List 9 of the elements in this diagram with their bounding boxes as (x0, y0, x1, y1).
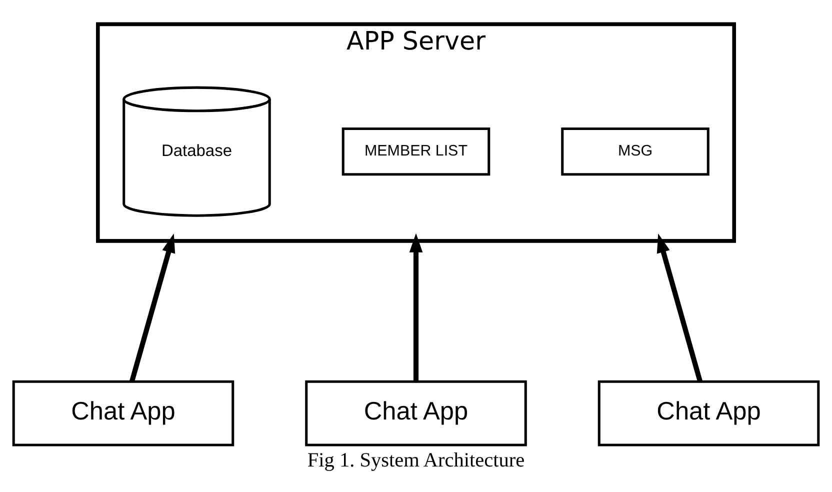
arrow (409, 233, 423, 382)
node-box: Chat App (305, 380, 527, 446)
node-box: Chat App (598, 380, 820, 446)
arrow (656, 234, 702, 382)
arrow (130, 234, 176, 382)
node-box: MSG (561, 128, 710, 176)
node-box: MEMBER LIST (342, 128, 490, 176)
node-box: Chat App (12, 380, 234, 446)
caption: Fig 1. System Architecture (307, 449, 525, 472)
